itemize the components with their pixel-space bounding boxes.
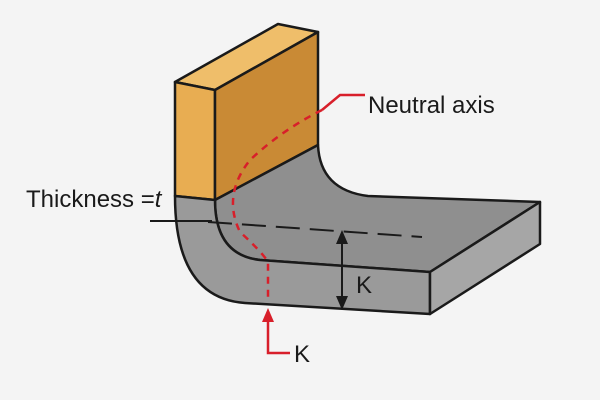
neutral-axis-label: Neutral axis bbox=[368, 92, 495, 119]
k-pointer-arrow-icon bbox=[262, 308, 274, 322]
plate-end-face bbox=[428, 200, 542, 316]
thickness-label-variable: t bbox=[155, 186, 163, 213]
neutral-axis-line bbox=[207, 221, 423, 238]
k-pointer-label: K bbox=[294, 341, 310, 368]
thickness-label-prefix: Thickness = bbox=[26, 186, 155, 213]
neutral-axis-curve bbox=[231, 108, 323, 300]
neutral-axis-leader bbox=[321, 93, 365, 111]
plate-front-face bbox=[173, 194, 432, 316]
k-pointer-leader bbox=[266, 322, 290, 355]
k-dimension-label: K bbox=[356, 272, 372, 299]
thickness-label: Thickness =t bbox=[26, 186, 163, 213]
k-dimension bbox=[336, 230, 348, 310]
flange-front-face bbox=[173, 80, 217, 202]
